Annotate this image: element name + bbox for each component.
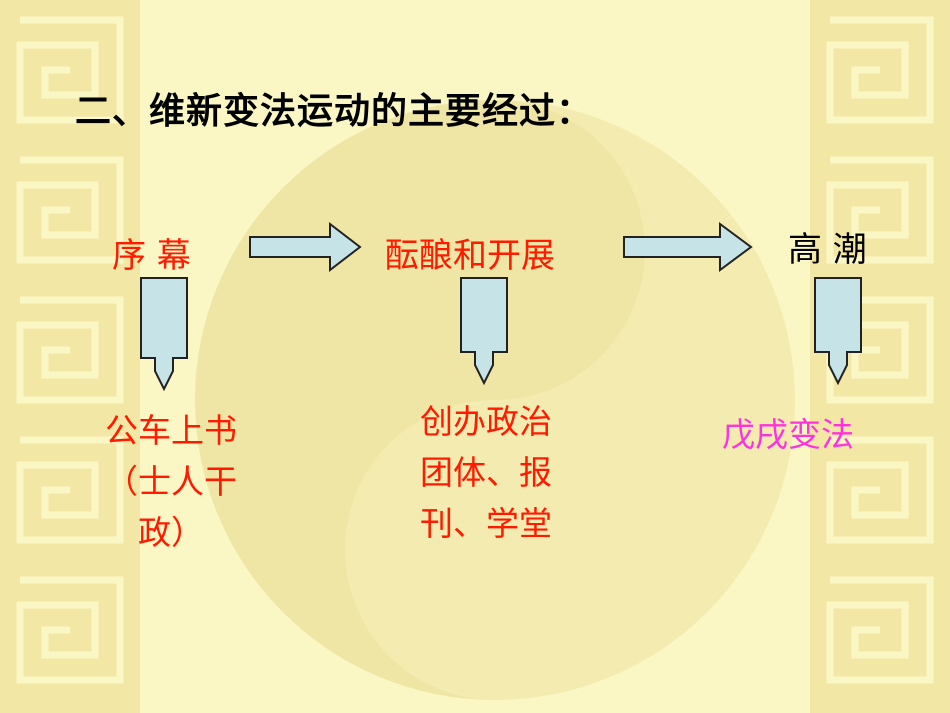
right-arrow-1 <box>249 222 362 272</box>
detail-line: 刊、学堂 <box>420 504 552 543</box>
down-arrow-3 <box>814 277 862 386</box>
stage-development: 酝酿和开展 <box>385 236 555 276</box>
detail-prelude: 公车上书 （士人干 政） <box>105 405 237 558</box>
detail-line: 戊戌变法 <box>722 415 854 454</box>
detail-line: 团体、报 <box>420 453 552 492</box>
slide-title: 二、维新变法运动的主要经过： <box>75 91 594 132</box>
detail-line: 公车上书 <box>105 411 237 450</box>
detail-line: 政） <box>138 513 204 552</box>
stage-prelude: 序 幕 <box>112 236 191 276</box>
stage-climax: 高 潮 <box>788 230 867 270</box>
right-meander <box>826 16 934 684</box>
detail-climax: 戊戌变法 <box>722 409 854 460</box>
right-arrow-2 <box>623 222 753 272</box>
detail-line: （士人干 <box>105 462 237 501</box>
detail-line: 创办政治 <box>420 402 552 441</box>
left-meander <box>16 16 124 684</box>
down-arrow-2 <box>460 277 508 386</box>
down-arrow-1 <box>140 277 188 392</box>
detail-development: 创办政治 团体、报 刊、学堂 <box>420 396 552 549</box>
